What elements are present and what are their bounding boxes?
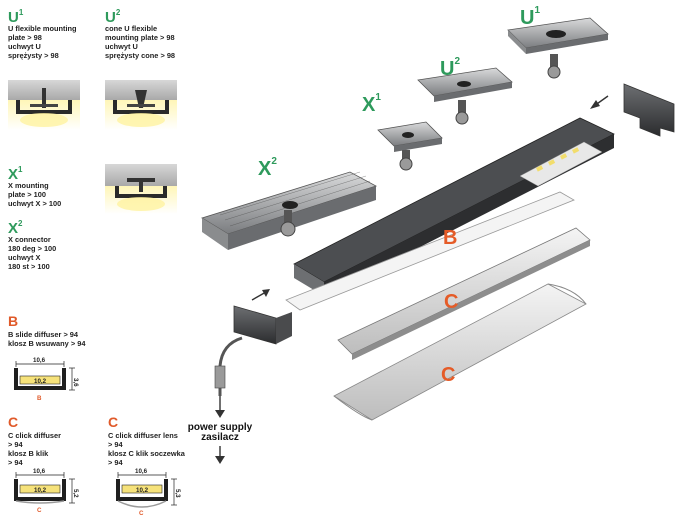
power-supply-label: power supply zasilacz bbox=[187, 422, 253, 443]
profile-b-outer-width: 10,6 bbox=[33, 357, 46, 364]
legend-x2-description: X connector 180 deg > 100 uchwyt X 180 s… bbox=[8, 235, 57, 271]
exploded-assembly-diagram bbox=[201, 17, 675, 464]
x-mounted-profile-image bbox=[105, 164, 177, 214]
arrow-end-cap bbox=[590, 95, 609, 109]
end-cap-left bbox=[233, 305, 292, 345]
legend-c1-description: C click diffuser > 94 klosz B klik > 94 bbox=[8, 431, 61, 467]
arrow-left-cap bbox=[251, 289, 270, 301]
legend-u1-code: U1 bbox=[8, 8, 24, 26]
b-slide-diffuser bbox=[285, 191, 575, 311]
c-lens-diffuser bbox=[333, 283, 587, 421]
u1-mounting-plate bbox=[507, 17, 609, 79]
profile-c2-height: 5,3 bbox=[174, 489, 181, 498]
u2-mounted-profile-image bbox=[105, 80, 177, 130]
u2-mounting-plate bbox=[417, 67, 513, 125]
legend-x1-description: X mounting plate > 100 uchwyt X > 100 bbox=[8, 181, 62, 208]
diagram-label-x2: X2 bbox=[258, 156, 277, 180]
profile-c1-height: 5,2 bbox=[72, 489, 79, 498]
diagram-label-x1: X1 bbox=[362, 92, 381, 116]
c-click-diffuser bbox=[337, 227, 591, 360]
profile-c1-inner-width: 10,2 bbox=[34, 487, 47, 494]
legend-x2-code: X2 bbox=[8, 219, 23, 237]
diagram-label-b: B bbox=[443, 227, 458, 249]
profile-b-height: 3,6 bbox=[72, 378, 79, 387]
profile-c1-cross-section: 10,6 10,2 5,2 C bbox=[14, 468, 79, 514]
legend-c2-code: C bbox=[108, 414, 119, 430]
legend-x1-code: X1 bbox=[8, 165, 23, 183]
profile-b-cross-section: 10,6 10,2 3,6 B bbox=[14, 357, 79, 402]
profile-b-mark: B bbox=[37, 395, 42, 402]
profile-b-inner-width: 10,2 bbox=[34, 378, 47, 385]
profile-c2-outer-width: 10,6 bbox=[135, 468, 148, 475]
diagram-label-c-upper: C bbox=[444, 291, 459, 313]
aluminium-profile bbox=[293, 117, 615, 296]
profile-c2-cross-section: 10,6 10,2 5,3 C bbox=[116, 468, 181, 517]
legend-c1-code: C bbox=[8, 414, 19, 430]
legend-u2-description: cone U flexible mounting plate > 98 uchw… bbox=[105, 24, 176, 60]
profile-c2-mark: C bbox=[139, 510, 144, 517]
profile-c1-mark: C bbox=[37, 507, 42, 514]
diagram-label-u2: U2 bbox=[440, 56, 461, 80]
end-cap-right bbox=[623, 83, 675, 137]
diagram-label-u1: U1 bbox=[520, 5, 541, 29]
power-cable bbox=[214, 336, 243, 464]
x2-connector bbox=[201, 171, 378, 250]
profile-c1-outer-width: 10,6 bbox=[33, 468, 46, 475]
legend-b-code: B bbox=[8, 313, 19, 329]
u1-mounted-profile-image bbox=[8, 80, 80, 130]
legend-b-description: B slide diffuser > 94 klosz B wsuwany > … bbox=[8, 330, 86, 348]
x1-mounting-plate bbox=[377, 121, 443, 171]
profile-c2-inner-width: 10,2 bbox=[136, 487, 149, 494]
diagram-label-c-lower: C bbox=[441, 364, 456, 386]
legend-c2-description: C click diffuser lens > 94 klosz C klik … bbox=[108, 431, 185, 467]
legend-u1-description: U flexible mounting plate > 98 uchwyt U … bbox=[8, 24, 77, 60]
legend-u2-code: U2 bbox=[105, 8, 121, 26]
